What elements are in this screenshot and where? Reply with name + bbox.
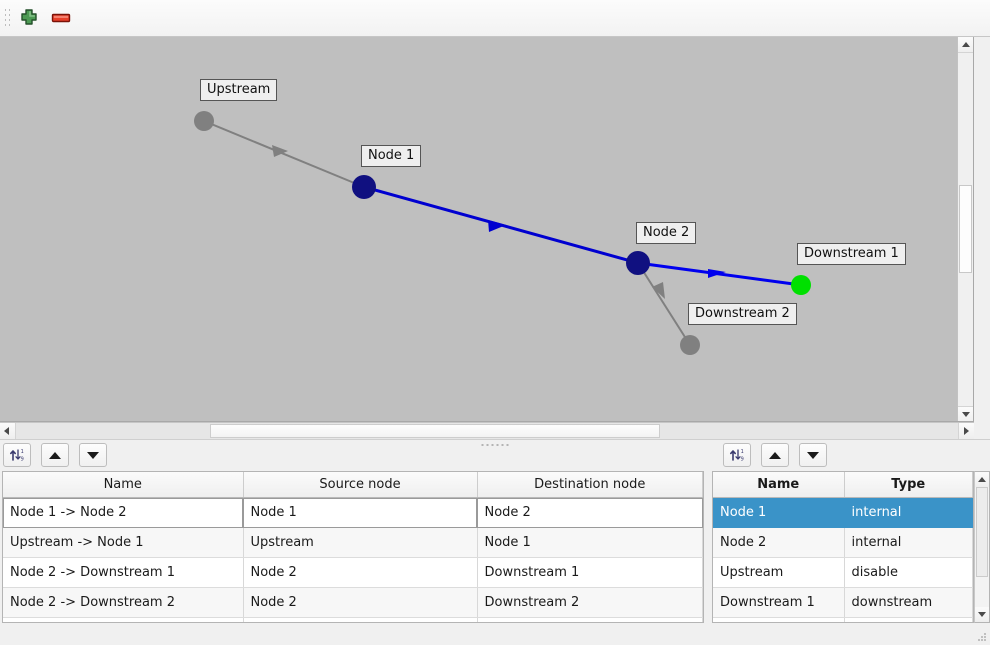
column-header-name[interactable]: Name (713, 472, 845, 498)
graph-node-node2[interactable] (626, 251, 650, 275)
delete-node-button[interactable] (48, 6, 74, 32)
graph-node-downstream2[interactable] (680, 335, 700, 355)
triangle-down-icon (87, 451, 100, 459)
nodes-scroll-thumb[interactable] (976, 487, 988, 577)
nodes-pane: 1 9 Name Type (710, 441, 990, 645)
column-header-name[interactable]: Name (3, 472, 244, 498)
red-minus-icon (51, 13, 71, 23)
cell-name[interactable]: Downstream 1 (713, 587, 845, 618)
table-row-empty[interactable] (713, 617, 973, 622)
cell-name[interactable]: Upstream (713, 557, 845, 588)
table-row[interactable]: Node 2 -> Downstream 2 Node 2 Downstream… (3, 587, 703, 618)
graph-label-downstream1[interactable]: Downstream 1 (797, 243, 906, 265)
column-header-destination[interactable]: Destination node (477, 472, 703, 498)
cell-destination[interactable]: Downstream 2 (477, 587, 703, 618)
table-row[interactable]: Node 2 -> Downstream 1 Node 2 Downstream… (3, 557, 703, 588)
cell-name[interactable]: Node 2 (713, 527, 845, 558)
green-plus-icon (21, 9, 37, 25)
graph-editor-area: Upstream Node 1 Node 2 Downstream 1 Down… (0, 37, 990, 449)
connections-header-row: Name Source node Destination node (3, 472, 703, 498)
cell-source[interactable]: Node 2 (243, 587, 478, 618)
canvas-horizontal-scrollbar[interactable] (0, 422, 974, 439)
connections-sort-button[interactable]: 1 9 (3, 443, 31, 467)
table-row[interactable]: Node 2 internal (713, 527, 973, 558)
svg-text:9: 9 (741, 456, 744, 462)
scroll-up-arrow[interactable] (958, 37, 973, 53)
cell-type[interactable]: disable (844, 557, 973, 588)
nodes-table-scrollbar[interactable] (974, 471, 990, 623)
column-header-type[interactable]: Type (844, 472, 973, 498)
nodes-toolbar: 1 9 (710, 441, 990, 473)
graph-label-upstream[interactable]: Upstream (200, 79, 278, 101)
graph-label-node1[interactable]: Node 1 (361, 145, 422, 167)
cell-type[interactable]: internal (844, 527, 973, 558)
sort-arrows-icon: 1 9 (10, 449, 24, 462)
table-row-empty[interactable] (3, 617, 703, 622)
cell-destination[interactable]: Downstream 1 (477, 557, 703, 588)
cell-name[interactable]: Upstream -> Node 1 (3, 527, 244, 558)
graph-svg (194, 111, 811, 355)
scroll-up-arrow[interactable] (975, 472, 989, 487)
nodes-header-row: Name Type (713, 472, 973, 498)
edge-node2-downstream1[interactable] (637, 261, 802, 287)
graph-node-downstream1[interactable] (791, 275, 811, 295)
edge-node2-downstream2[interactable] (637, 262, 691, 346)
scroll-down-arrow[interactable] (975, 607, 989, 622)
cell-type[interactable]: internal (844, 497, 973, 528)
table-row[interactable]: Upstream disable (713, 557, 973, 588)
graph-label-downstream2[interactable]: Downstream 2 (688, 303, 797, 325)
nodes-sort-button[interactable]: 1 9 (723, 443, 751, 467)
edge-node1-node2[interactable] (363, 185, 639, 265)
connections-table-container[interactable]: Name Source node Destination node Node 1… (2, 471, 704, 623)
connections-toolbar: 1 9 (0, 441, 708, 473)
scroll-down-arrow[interactable] (958, 406, 973, 421)
triangle-down-icon (807, 451, 820, 459)
pane-splitter[interactable] (0, 439, 990, 449)
connections-move-down-button[interactable] (79, 443, 108, 467)
nodes-table: Name Type Node 1 internal Node 2 interna… (713, 472, 973, 622)
toolbar-drag-handle[interactable] (5, 9, 10, 29)
cell-destination[interactable]: Node 1 (477, 527, 703, 558)
graph-label-node2[interactable]: Node 2 (636, 222, 697, 244)
splitter-grip (481, 444, 509, 446)
cell-name[interactable]: Node 2 -> Downstream 2 (3, 587, 244, 618)
cell-name[interactable]: Node 1 -> Node 2 (3, 497, 244, 528)
table-row[interactable]: Downstream 1 downstream (713, 587, 973, 618)
svg-text:1: 1 (741, 449, 744, 455)
cell-name[interactable]: Node 1 (713, 497, 845, 528)
cell-type[interactable]: downstream (844, 587, 973, 618)
svg-text:9: 9 (21, 456, 24, 462)
window-resize-grip[interactable] (978, 633, 986, 641)
table-row[interactable]: Node 1 internal (713, 497, 973, 528)
add-node-button[interactable] (16, 6, 42, 32)
main-toolbar (0, 0, 990, 37)
column-header-source[interactable]: Source node (243, 472, 478, 498)
scroll-right-arrow[interactable] (958, 423, 974, 439)
cell-destination[interactable]: Node 2 (477, 497, 703, 528)
cell-source[interactable]: Upstream (243, 527, 478, 558)
nodes-move-up-button[interactable] (761, 443, 790, 467)
connections-pane: 1 9 Name Source node Destination node (0, 441, 708, 645)
edge-upstream-node1[interactable] (203, 120, 365, 188)
nodes-table-container[interactable]: Name Type Node 1 internal Node 2 interna… (712, 471, 974, 623)
canvas-vertical-scrollbar[interactable] (957, 37, 973, 421)
graph-canvas[interactable]: Upstream Node 1 Node 2 Downstream 1 Down… (0, 37, 974, 422)
table-row[interactable]: Upstream -> Node 1 Upstream Node 1 (3, 527, 703, 558)
svg-text:1: 1 (21, 449, 24, 455)
triangle-up-icon (769, 451, 782, 459)
connections-move-up-button[interactable] (41, 443, 70, 467)
table-row[interactable]: Node 1 -> Node 2 Node 1 Node 2 (3, 497, 703, 528)
sort-arrows-icon: 1 9 (730, 449, 744, 462)
triangle-up-icon (49, 451, 62, 459)
nodes-move-down-button[interactable] (799, 443, 828, 467)
vertical-scroll-thumb[interactable] (959, 185, 972, 273)
scroll-left-arrow[interactable] (0, 423, 16, 439)
cell-source[interactable]: Node 2 (243, 557, 478, 588)
graph-node-node1[interactable] (352, 175, 376, 199)
horizontal-scroll-thumb[interactable] (210, 424, 660, 438)
cell-name[interactable]: Node 2 -> Downstream 1 (3, 557, 244, 588)
cell-source[interactable]: Node 1 (243, 497, 478, 528)
graph-node-upstream[interactable] (194, 111, 214, 131)
connections-table: Name Source node Destination node Node 1… (3, 472, 703, 622)
